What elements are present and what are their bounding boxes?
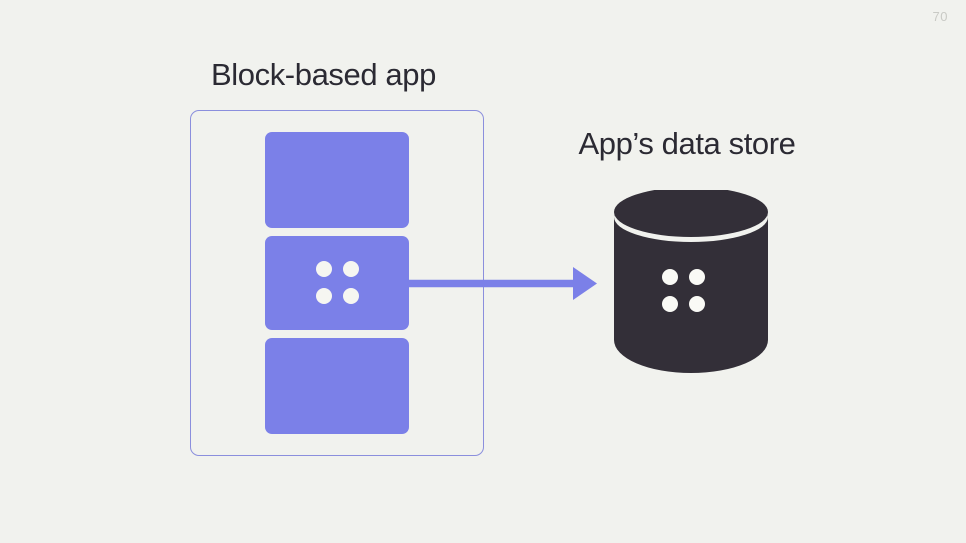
data-store-title: App’s data store <box>578 126 796 161</box>
app-block-3 <box>265 338 409 434</box>
block-dot-3 <box>316 288 332 304</box>
block-dot-2 <box>343 261 359 277</box>
app-block-2 <box>265 236 409 330</box>
app-block-1 <box>265 132 409 228</box>
database-dot-2 <box>689 269 705 285</box>
database-dot-4 <box>689 296 705 312</box>
block-dot-1 <box>316 261 332 277</box>
data-flow-arrow-icon <box>405 267 597 300</box>
database-dot-grid <box>662 269 705 312</box>
block-dot-4 <box>343 288 359 304</box>
database-icon <box>614 187 768 373</box>
block-dot-grid <box>316 261 359 304</box>
database-dot-3 <box>662 296 678 312</box>
app-title: Block-based app <box>211 57 436 92</box>
database-cylinder <box>608 187 774 385</box>
database-dot-1 <box>662 269 678 285</box>
page-number: 70 <box>932 9 948 24</box>
